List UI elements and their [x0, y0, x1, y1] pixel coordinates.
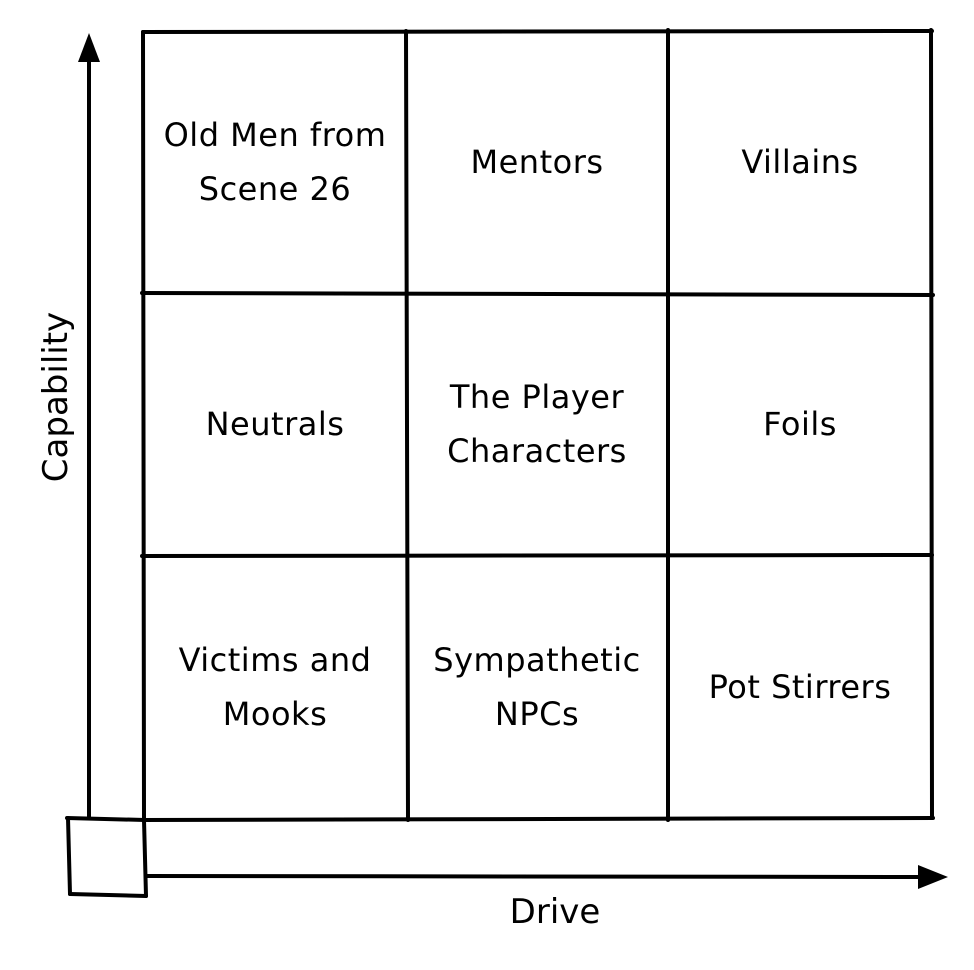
cell-neutrals: Neutrals — [205, 405, 345, 443]
grid-line-bottom — [141, 816, 935, 822]
grid — [140, 28, 935, 822]
grid-line-right — [929, 28, 934, 820]
grid-line-top — [141, 29, 934, 34]
y-axis-label: Capability — [36, 311, 76, 483]
cell-villains: Villains — [741, 143, 859, 181]
x-axis-label: Drive — [509, 892, 601, 932]
cell-mentors: Mentors — [470, 143, 604, 181]
grid-line-row2 — [140, 553, 934, 558]
grid-line-row1 — [140, 291, 935, 297]
x-axis-arrowhead — [918, 865, 948, 889]
y-axis-arrowhead — [78, 33, 100, 62]
cell-foils: Foils — [763, 405, 837, 443]
cell-old-men-from-scene-26: Old Men from Scene 26 — [163, 116, 387, 208]
cell-sympathetic-npcs: Sympathetic NPCs — [433, 641, 641, 733]
grid-line-left — [141, 30, 146, 822]
cell-the-player-characters: The Player Characters — [447, 378, 627, 470]
cell-pot-stirrers: Pot Stirrers — [708, 668, 892, 706]
grid-line-col1 — [404, 29, 410, 822]
cell-victims-and-mooks: Victims and Mooks — [178, 641, 372, 733]
origin-box — [65, 816, 148, 898]
x-axis-arrow — [144, 874, 927, 879]
